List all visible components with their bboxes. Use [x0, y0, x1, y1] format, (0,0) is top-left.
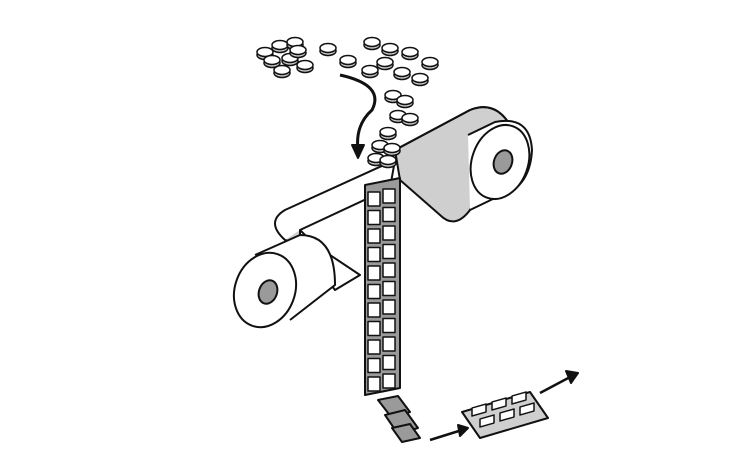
- pill-top: [319, 42, 337, 54]
- blister-cell: [367, 209, 381, 226]
- right-film-roll: [467, 119, 533, 211]
- pill-top: [401, 46, 419, 58]
- pill-top: [256, 46, 274, 58]
- blister-cell: [367, 191, 381, 207]
- arrow-head-icon: [351, 144, 365, 159]
- pill-top: [411, 72, 429, 84]
- blister-cells: [367, 188, 396, 392]
- blister-cell: [367, 265, 381, 281]
- blister-cell: [382, 373, 396, 389]
- blister-cell: [382, 299, 396, 315]
- blister-cell: [367, 283, 381, 300]
- pack-cell: [499, 408, 515, 422]
- blister-cell: [382, 354, 396, 371]
- pill-top: [376, 56, 394, 68]
- blister-cell: [382, 206, 396, 223]
- blister-cell: [367, 228, 381, 244]
- blister-pack: [461, 391, 549, 439]
- blister-cell: [367, 246, 381, 263]
- pill-top: [363, 36, 381, 48]
- pill-top: [339, 54, 357, 66]
- exit-arrow: [539, 374, 573, 395]
- blister-cell: [382, 262, 396, 278]
- pill-top: [379, 154, 397, 166]
- pill-top: [421, 56, 439, 68]
- blister-cell: [367, 376, 381, 392]
- cut-blister-pieces: [377, 395, 421, 443]
- blister-cell: [382, 225, 396, 241]
- pill-top: [361, 64, 379, 76]
- pill-top: [271, 39, 289, 51]
- blister-cell: [382, 317, 396, 334]
- blister-cell: [367, 357, 381, 374]
- pills: [256, 36, 439, 169]
- left-film-roll: [232, 234, 336, 329]
- pill-top: [384, 89, 402, 101]
- blister-cell: [367, 302, 381, 318]
- pack-cell: [479, 414, 495, 428]
- blister-cell: [367, 320, 381, 337]
- pill-top: [263, 54, 281, 66]
- blister-cell: [382, 280, 396, 297]
- pack-cell: [519, 402, 535, 416]
- pack-cell: [471, 403, 487, 417]
- pill-top: [379, 126, 397, 138]
- blister-cell: [382, 188, 396, 204]
- output-arrow: [429, 428, 463, 442]
- blister-cell: [382, 336, 396, 352]
- pill-top: [383, 142, 401, 154]
- blister-cell: [382, 243, 396, 260]
- pill-top: [396, 94, 414, 106]
- blister-cell: [367, 339, 381, 355]
- pill-top: [393, 66, 411, 78]
- feed-arrow: [339, 73, 377, 151]
- pill-top: [296, 59, 314, 71]
- pill-top: [381, 42, 399, 54]
- pill-top: [273, 64, 291, 76]
- pill-top: [289, 44, 307, 56]
- pack-cell: [491, 397, 507, 411]
- pack-cell: [511, 391, 527, 405]
- pill-top: [401, 112, 419, 124]
